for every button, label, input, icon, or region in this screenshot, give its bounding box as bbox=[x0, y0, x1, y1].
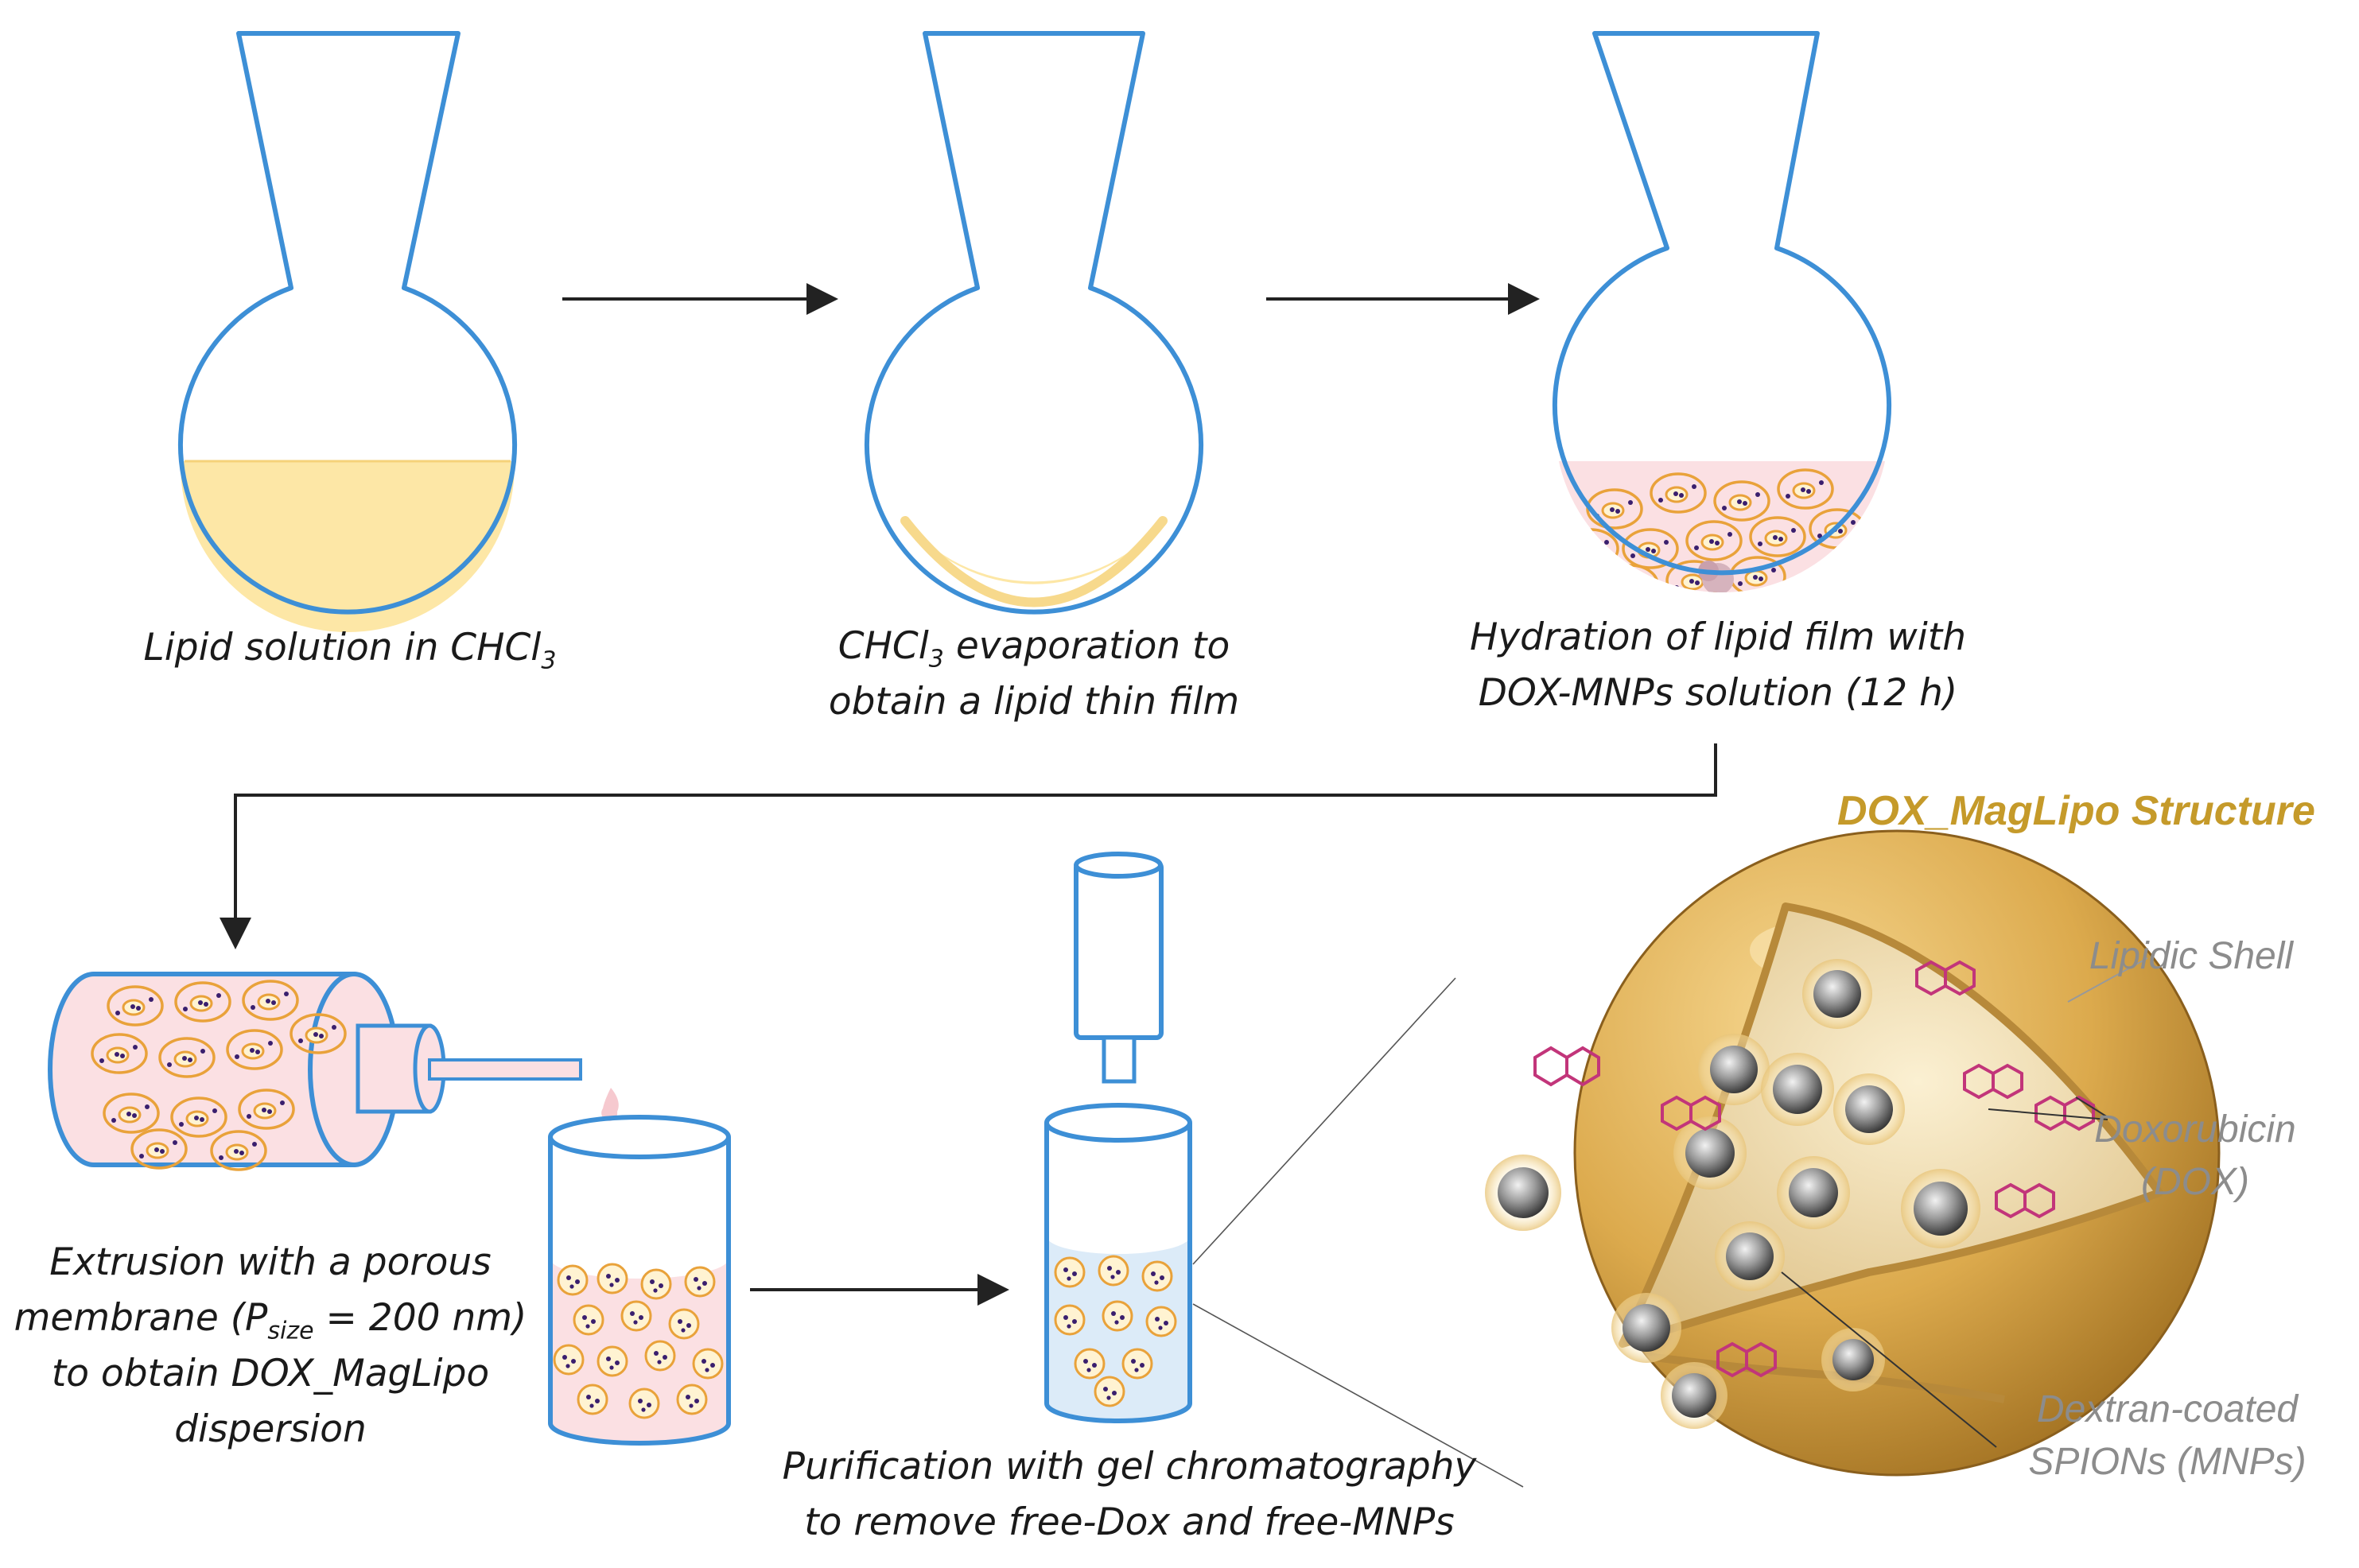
spion-particles bbox=[1485, 959, 1980, 1429]
gel-chromatography bbox=[1044, 852, 1524, 1488]
label-doxorubicin: Doxorubicin (DOX) bbox=[2094, 1108, 2296, 1203]
beaker-dispersion bbox=[548, 1115, 731, 1446]
dox-maglipo-sphere bbox=[1485, 829, 2221, 1477]
flow-arrows bbox=[220, 283, 1717, 1306]
flask-hydration bbox=[1553, 31, 1891, 592]
caption-lipid-solution: Lipid solution in CHCl3 bbox=[143, 626, 557, 675]
caption-purification: Purification with gel chromatography to … bbox=[782, 1445, 1477, 1544]
caption-hydration: Hydration of lipid film with DOX-MNPs so… bbox=[1470, 615, 1966, 715]
extruder bbox=[48, 972, 619, 1171]
flask-lipid-thin-film bbox=[865, 31, 1203, 615]
caption-evaporation: CHCl3 evaporation to obtain a lipid thin… bbox=[828, 624, 1240, 724]
label-leader-lines bbox=[1781, 957, 2148, 1448]
label-spions: Dextran-coated SPIONs (MNPs) bbox=[2028, 1388, 2307, 1483]
flask-lipid-solution bbox=[178, 31, 517, 632]
label-lipidic-shell: Lipidic Shell bbox=[2089, 935, 2294, 977]
caption-extrusion: Extrusion with a porous membrane (Psize … bbox=[14, 1240, 527, 1451]
structure-title: DOX_MagLipo Structure bbox=[1837, 788, 2315, 834]
doxorubicin-molecules bbox=[1533, 960, 2095, 1378]
